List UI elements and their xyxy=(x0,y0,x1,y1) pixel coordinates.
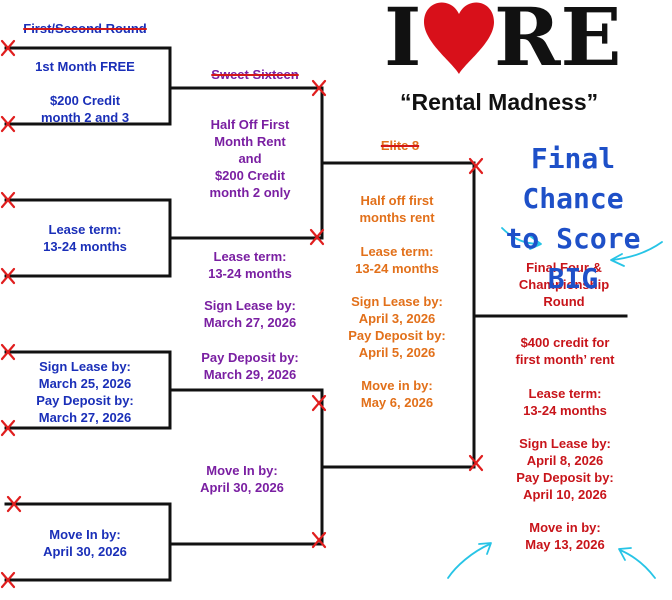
final-four-lease-term: Lease term: 13-24 months xyxy=(523,386,607,418)
x-mark-icon xyxy=(0,343,16,361)
first-round-offer-3: Sign Lease by: March 25, 2026 Pay Deposi… xyxy=(36,359,134,425)
sweet16-pay-deposit: Pay Deposit by: March 29, 2026 xyxy=(201,350,299,382)
x-mark-icon xyxy=(468,157,484,175)
x-mark-icon xyxy=(0,571,16,589)
arrow-icon xyxy=(618,547,656,579)
x-mark-icon xyxy=(311,79,327,97)
x-mark-icon xyxy=(311,531,327,549)
x-mark-icon xyxy=(6,495,22,513)
round1-bracket-4 xyxy=(4,502,172,582)
final-four-sign-pay: Sign Lease by: April 8, 2026 Pay Deposit… xyxy=(516,436,614,502)
elite8-move-in: Move in by: May 6, 2026 xyxy=(360,378,434,410)
first-round-offer-2: Lease term: 13-24 months xyxy=(43,222,127,254)
arrow-icon xyxy=(447,542,492,579)
hand-drawn-arrows xyxy=(447,227,663,579)
round-label-elite-8: Elite 8 xyxy=(380,138,420,153)
sweet16-lease-term: Lease term: 13-24 months xyxy=(208,249,292,281)
first-round-offer-1: 1st Month FREE $200 Credit month 2 and 3 xyxy=(35,59,135,125)
final-four-offer: $400 credit for first month’ rent xyxy=(515,335,615,367)
arrow-icon xyxy=(501,227,542,250)
sweet16-sign-lease: Sign Lease by: March 27, 2026 xyxy=(203,298,297,330)
sweet16-move-in: Move In by: April 30, 2026 xyxy=(200,463,284,495)
round-label-final-four: Final Four & Championship Round xyxy=(518,260,610,309)
round-label-first-second: First/Second Round xyxy=(23,21,147,36)
first-round-offer-4: Move In by: April 30, 2026 xyxy=(43,527,127,559)
sweet16-offer: Half Off First Month Rent and $200 Credi… xyxy=(209,117,291,200)
x-mark-icon xyxy=(0,191,16,209)
final-four-move-in: Move in by: May 13, 2026 xyxy=(525,520,605,552)
x-mark-icon xyxy=(309,228,325,246)
x-mark-icon xyxy=(0,39,16,57)
x-mark-icon xyxy=(0,419,16,437)
final-chance-text: Final Chance to Score BIG xyxy=(505,142,641,295)
elite8-offer: Half off first months rent xyxy=(359,193,435,225)
x-mark-icon xyxy=(311,394,327,412)
arrow-icon xyxy=(610,241,663,267)
x-mark-icon xyxy=(468,454,484,472)
round1-bracket-1 xyxy=(4,46,172,126)
x-mark-icon xyxy=(0,115,16,133)
logo-letter-i: I xyxy=(384,0,422,84)
elite8-sign-pay: Sign Lease by: April 3, 2026 Pay Deposit… xyxy=(348,294,446,360)
bracket-lines xyxy=(4,46,628,582)
subtitle: “Rental Madness” xyxy=(400,89,599,115)
x-mark-icon xyxy=(0,267,16,285)
elite8-lease-term: Lease term: 13-24 months xyxy=(355,244,439,276)
heart-icon xyxy=(424,2,494,74)
logo-letters-re: RE xyxy=(494,0,622,84)
elimination-marks xyxy=(0,39,484,589)
round-label-sweet-sixteen: Sweet Sixteen xyxy=(211,67,299,82)
